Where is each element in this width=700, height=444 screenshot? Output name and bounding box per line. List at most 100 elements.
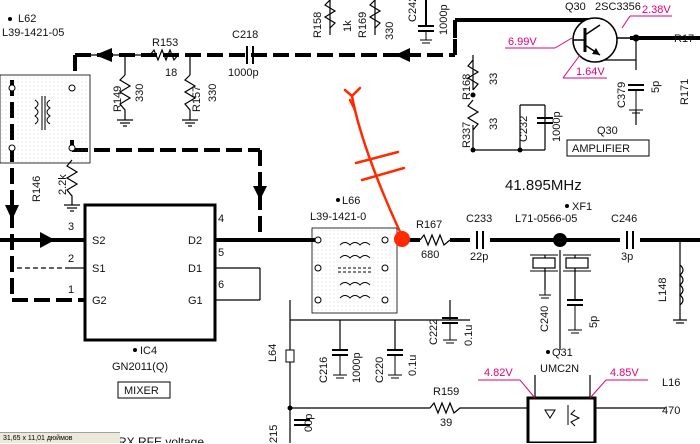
c222-ref: C222 [428,319,440,345]
c246-value: 3p [621,251,633,263]
flow-arrows [5,48,410,248]
r158-resistor [323,0,337,29]
q30-transistor [572,17,630,63]
q31-dot [546,350,550,354]
r146-ref: R146 [31,176,43,202]
r153-value: 18 [165,67,177,79]
r215-value: 215 [268,425,280,443]
voltage-q30-base: 6.99V [508,36,537,48]
frequency-label: 41.895MHz [505,177,582,194]
r168-node [470,92,476,98]
r153-resistor [149,48,179,62]
c233-value: 22p [470,251,488,263]
status-page-size: 31,65 x 11,01 дюймов [3,435,73,442]
c232-value: 1000p [551,111,563,142]
r157-ref: R157 [191,86,203,112]
c379-capacitor [628,84,644,114]
c233-ref: C233 [466,213,492,225]
r17-ref: R17 [674,33,694,45]
c379-value: 5p [650,81,662,93]
ic4-pin-4: 4 [218,213,224,225]
mixer-box [117,381,171,399]
amplifier-box [566,139,650,157]
arrow-right-main [40,232,55,248]
q31-voltage-callouts [478,379,648,399]
l66-dot [336,198,340,202]
xf1-filter [530,233,591,299]
ic4-dot [133,348,137,352]
l64-ref: L64 [267,344,279,362]
ic4-pin-g1: G1 [188,295,203,307]
amplifier-label: AMPLIFIER [572,143,630,155]
r169-ref: R169 [357,12,369,38]
r337-ref: R337 [461,122,473,148]
ic4-pin-6: 6 [218,279,224,291]
l148-inductor [673,264,687,324]
xf1-dot [565,204,569,208]
voltage-q31-left: 4.82V [484,367,513,379]
red-annotation [343,86,406,238]
q31-ref: Q31 [552,347,573,359]
q31-ic [526,396,597,443]
arrow-down-left [5,205,19,220]
ic4-pin-g2: G2 [92,295,107,307]
ic4-mixer [15,203,217,342]
ic4-pin-2: 2 [68,253,74,265]
c240-ref: C240 [539,306,551,332]
r168-ref: R168 [461,74,473,100]
voltage-q30-collector: 2.38V [642,4,671,16]
r169-value: 330 [384,22,396,40]
l148-ref: L148 [657,278,669,302]
r149-ref: R149 [112,86,124,112]
ic4-pin-1: 1 [68,284,74,296]
l16-ref: L16 [662,377,680,389]
l66-part: L39-1421-0 [310,211,366,223]
ic4-pin-5: 5 [218,247,224,259]
r167-value: 680 [421,249,439,261]
xf1-part: L71-0566-05 [515,213,577,225]
ic4-pin-3: 3 [68,221,74,233]
ic4-pin-d1: D1 [188,263,202,275]
r158-ref: R158 [312,12,324,38]
c218-value: 1000p [228,67,259,79]
arrow-left-top [95,48,112,62]
q30-part: 2SC3356 [595,1,641,13]
l62-ref: L62 [18,13,36,25]
c232-ref: C232 [518,116,530,142]
c-bottom-value: 00p [303,414,315,432]
c232-node [517,147,523,153]
l16-value: 470 [662,405,680,417]
r146-resistor [64,159,80,212]
r167-resistor [419,233,451,247]
r159-value: 39 [440,417,452,429]
l64-node [287,405,293,411]
ic4-pin-d2: D2 [188,235,202,247]
c218-capacitor [246,46,254,64]
r158-value: 1k [342,20,354,32]
q30-node [632,34,640,42]
l62-part: L39-1421-05 [2,27,64,39]
l62-transformer [0,74,91,164]
voltage-callouts [505,15,672,79]
c216-value: 1000p [351,352,363,383]
xf1-ref: XF1 [572,201,592,213]
r168-resistor [466,59,480,131]
voltage-q31-right: 4.85V [610,367,639,379]
c220-ref: C220 [374,357,386,383]
r168-value: 33 [488,73,500,85]
r171-ref: R171 [679,79,691,105]
bottom-cap [294,419,310,426]
r153-ref: R153 [152,37,178,49]
c379-ref: C379 [616,82,628,108]
r167-ref: R167 [416,219,442,231]
ic4-pin-s1: S1 [92,263,105,275]
l64-inductor [285,349,295,363]
r337-value: 33 [488,118,500,130]
r159-resistor [429,401,470,415]
r337-node [470,147,476,153]
c240-value: 5p [588,316,600,328]
l66-transformer [311,227,398,314]
c222-value: 0.1u [463,325,475,346]
c242-value: 1000p [438,4,450,35]
